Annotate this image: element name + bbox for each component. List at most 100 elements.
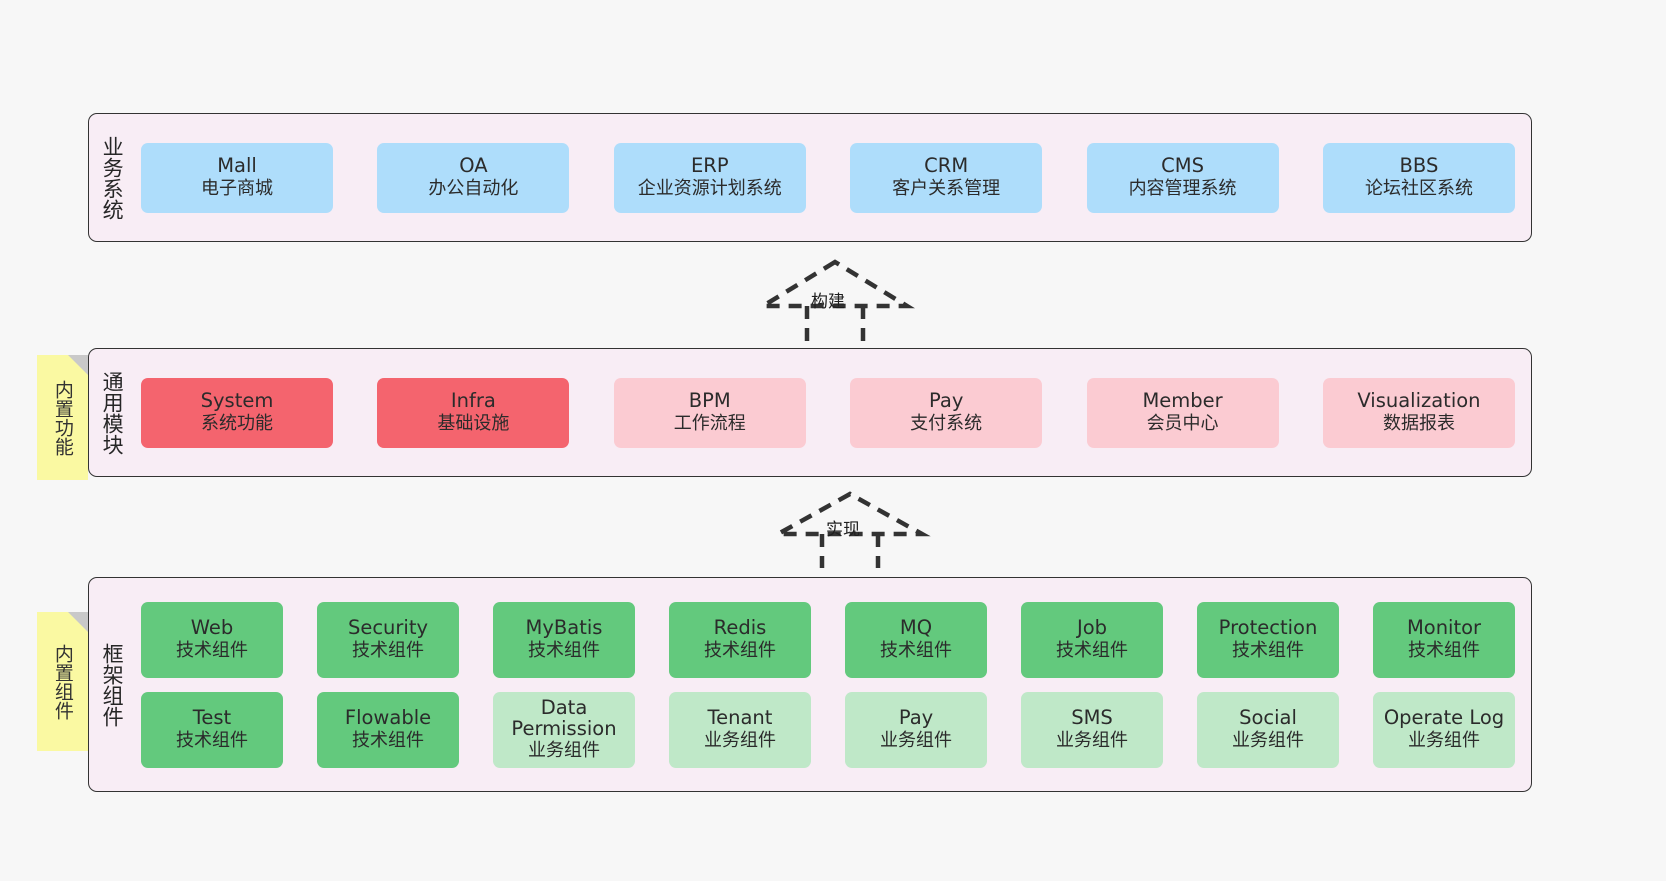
card-title-cn: 技术组件 bbox=[1232, 640, 1304, 662]
layer-business-system: 业务系统 Mall 电子商城 OA 办公自动化 ERP 企业资源计划系统 CRM… bbox=[88, 113, 1532, 242]
card-social[interactable]: Social 业务组件 bbox=[1197, 691, 1339, 768]
card-title-cn: 支付系统 bbox=[910, 413, 983, 435]
card-title-cn: 业务组件 bbox=[1056, 730, 1128, 752]
card-title-en: Web bbox=[190, 616, 234, 640]
card-title-en: Pay bbox=[928, 389, 964, 413]
card-bbs[interactable]: BBS 论坛社区系统 bbox=[1322, 142, 1515, 213]
layer-body-framework-component: Web 技术组件 Security 技术组件 MyBatis 技术组件 Redi… bbox=[135, 578, 1531, 791]
card-mall[interactable]: Mall 电子商城 bbox=[141, 142, 333, 213]
card-title-en: Social bbox=[1239, 706, 1297, 730]
card-protection[interactable]: Protection 技术组件 bbox=[1197, 601, 1339, 678]
card-title-en: Security bbox=[347, 616, 429, 640]
layer-general-module: 通用模块 System 系统功能 Infra 基础设施 BPM 工作流程 Pay… bbox=[88, 348, 1532, 477]
card-title-en: Operate Log bbox=[1383, 706, 1505, 730]
card-title-en: Infra bbox=[450, 389, 496, 413]
card-title-en: Pay bbox=[898, 706, 934, 730]
card-title-cn: 数据报表 bbox=[1382, 413, 1455, 435]
card-title-en: Protection bbox=[1218, 616, 1318, 640]
card-system[interactable]: System 系统功能 bbox=[141, 377, 333, 448]
note-fold-corner-icon bbox=[68, 612, 88, 632]
card-title-cn: 技术组件 bbox=[352, 730, 424, 752]
card-monitor[interactable]: Monitor 技术组件 bbox=[1373, 601, 1515, 678]
card-title-cn: 业务组件 bbox=[528, 739, 600, 761]
card-title-en: ERP bbox=[690, 154, 729, 178]
card-bpm[interactable]: BPM 工作流程 bbox=[613, 377, 806, 448]
connector-label-build: 构建 bbox=[811, 292, 845, 312]
layer-framework-component: 框架组件 Web 技术组件 Security 技术组件 MyBatis 技术组件… bbox=[88, 577, 1532, 792]
card-infra[interactable]: Infra 基础设施 bbox=[377, 377, 570, 448]
card-title-cn: 技术组件 bbox=[880, 640, 952, 662]
card-tenant[interactable]: Tenant 业务组件 bbox=[669, 691, 811, 768]
card-mq[interactable]: MQ 技术组件 bbox=[845, 601, 987, 678]
note-fold-corner-icon bbox=[68, 355, 88, 375]
card-title-cn: 业务组件 bbox=[1408, 730, 1480, 752]
sticky-note-builtin-function: 内置功能 bbox=[37, 355, 88, 480]
card-title-en: CMS bbox=[1161, 154, 1204, 178]
card-title-cn: 电子商城 bbox=[201, 178, 273, 200]
connector-build: 构建 bbox=[755, 258, 915, 350]
card-title-cn: 技术组件 bbox=[1408, 640, 1480, 662]
card-title-cn: 业务组件 bbox=[880, 730, 952, 752]
card-row: System 系统功能 Infra 基础设施 BPM 工作流程 Pay 支付系统… bbox=[141, 377, 1515, 448]
card-title-en: MQ bbox=[899, 616, 933, 640]
card-title-en: Data Permission bbox=[511, 695, 617, 741]
generalization-arrowhead bbox=[755, 259, 915, 309]
card-cms[interactable]: CMS 内容管理系统 bbox=[1086, 142, 1279, 213]
card-title-en: Test bbox=[192, 706, 232, 730]
card-title-en: Visualization bbox=[1357, 389, 1481, 413]
card-pay[interactable]: Pay 支付系统 bbox=[850, 377, 1043, 448]
card-title-en: SMS bbox=[1071, 706, 1113, 730]
card-mybatis[interactable]: MyBatis 技术组件 bbox=[493, 601, 635, 678]
card-redis[interactable]: Redis 技术组件 bbox=[669, 601, 811, 678]
card-visualization[interactable]: Visualization 数据报表 bbox=[1322, 377, 1515, 448]
card-oa[interactable]: OA 办公自动化 bbox=[377, 142, 570, 213]
card-title-cn: 技术组件 bbox=[704, 640, 776, 662]
card-title-cn: 业务组件 bbox=[1232, 730, 1304, 752]
card-row: Web 技术组件 Security 技术组件 MyBatis 技术组件 Redi… bbox=[141, 601, 1515, 678]
card-pay-component[interactable]: Pay 业务组件 bbox=[845, 691, 987, 768]
card-title-en: Flowable bbox=[344, 706, 432, 730]
card-title-cn: 办公自动化 bbox=[428, 178, 519, 200]
card-sms[interactable]: SMS 业务组件 bbox=[1021, 691, 1163, 768]
card-data-permission[interactable]: Data Permission 业务组件 bbox=[493, 691, 635, 768]
layer-body-general-module: System 系统功能 Infra 基础设施 BPM 工作流程 Pay 支付系统… bbox=[135, 349, 1531, 476]
card-test[interactable]: Test 技术组件 bbox=[141, 691, 283, 768]
card-member[interactable]: Member 会员中心 bbox=[1086, 377, 1279, 448]
card-title-en: CRM bbox=[924, 154, 969, 178]
sticky-note-label: 内置组件 bbox=[51, 643, 74, 720]
card-flowable[interactable]: Flowable 技术组件 bbox=[317, 691, 459, 768]
layer-body-business-system: Mall 电子商城 OA 办公自动化 ERP 企业资源计划系统 CRM 客户关系… bbox=[135, 114, 1531, 241]
layer-title-general-module: 通用模块 bbox=[100, 370, 125, 455]
card-title-en: System bbox=[200, 389, 274, 413]
layer-title-framework-component: 框架组件 bbox=[100, 642, 125, 727]
card-title-cn: 技术组件 bbox=[176, 730, 248, 752]
sticky-note-label: 内置功能 bbox=[51, 379, 74, 456]
card-title-cn: 内容管理系统 bbox=[1128, 178, 1237, 200]
card-title-cn: 论坛社区系统 bbox=[1364, 178, 1473, 200]
connector-label-implement: 实现 bbox=[826, 520, 860, 540]
card-title-en: Redis bbox=[713, 616, 767, 640]
card-title-en: BPM bbox=[688, 389, 731, 413]
connector-implement: 实现 bbox=[769, 490, 931, 568]
card-web[interactable]: Web 技术组件 bbox=[141, 601, 283, 678]
card-title-en: Job bbox=[1076, 616, 1108, 640]
card-crm[interactable]: CRM 客户关系管理 bbox=[850, 142, 1043, 213]
card-title-cn: 会员中心 bbox=[1146, 413, 1219, 435]
card-title-cn: 技术组件 bbox=[1056, 640, 1128, 662]
card-title-cn: 基础设施 bbox=[437, 413, 510, 435]
card-job[interactable]: Job 技术组件 bbox=[1021, 601, 1163, 678]
card-title-cn: 业务组件 bbox=[704, 730, 776, 752]
card-title-en: Tenant bbox=[707, 706, 773, 730]
card-title-en: BBS bbox=[1399, 154, 1439, 178]
generalization-arrowhead bbox=[769, 491, 931, 537]
card-title-cn: 技术组件 bbox=[528, 640, 600, 662]
card-row: Mall 电子商城 OA 办公自动化 ERP 企业资源计划系统 CRM 客户关系… bbox=[141, 142, 1515, 213]
card-title-cn: 技术组件 bbox=[176, 640, 248, 662]
card-erp[interactable]: ERP 企业资源计划系统 bbox=[613, 142, 806, 213]
card-security[interactable]: Security 技术组件 bbox=[317, 601, 459, 678]
card-title-en: MyBatis bbox=[525, 616, 603, 640]
card-operate-log[interactable]: Operate Log 业务组件 bbox=[1373, 691, 1515, 768]
card-row: Test 技术组件 Flowable 技术组件 Data Permission … bbox=[141, 691, 1515, 768]
card-title-cn: 客户关系管理 bbox=[892, 178, 1001, 200]
